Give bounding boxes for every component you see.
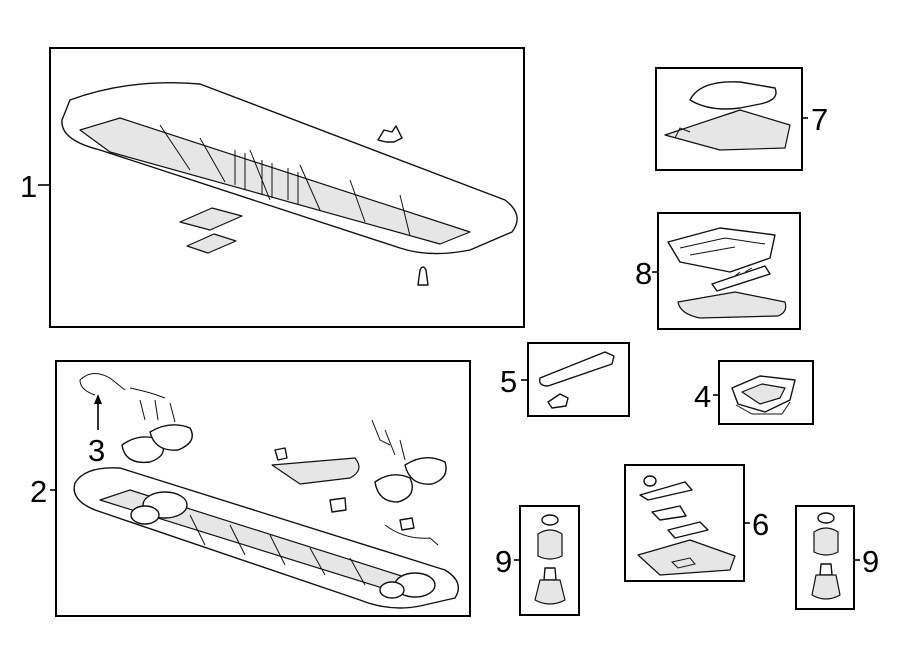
part-group-9-left[interactable]: 9 <box>495 505 580 616</box>
part-8-illustration <box>667 227 787 319</box>
part-group-1[interactable]: 1 <box>20 47 525 328</box>
callout-3: 3 <box>88 433 105 468</box>
callout-6: 6 <box>752 507 769 542</box>
part-9-right-illustration <box>811 512 841 600</box>
part-group-9-right[interactable]: 9 <box>795 505 879 610</box>
part-6-illustration <box>637 475 736 576</box>
housing-illustration <box>73 373 459 609</box>
callout-2: 2 <box>30 474 47 509</box>
part-group-5[interactable]: 5 <box>500 342 630 417</box>
callout-4: 4 <box>694 379 711 414</box>
part-group-2[interactable]: 2 3 <box>30 360 471 617</box>
callout-5: 5 <box>500 364 517 399</box>
part-group-4[interactable]: 4 <box>694 360 814 425</box>
part-group-8[interactable]: 8 <box>635 212 801 330</box>
callout-7: 7 <box>811 102 828 137</box>
callout-9-right: 9 <box>862 544 879 579</box>
console-illustration <box>61 82 518 286</box>
part-group-7[interactable]: 7 <box>655 67 828 171</box>
part-4-illustration <box>731 375 796 415</box>
part-5-illustration <box>538 351 615 409</box>
callout-1: 1 <box>20 169 37 204</box>
callout-9-left: 9 <box>495 544 512 579</box>
callout-8: 8 <box>635 256 652 291</box>
part-9-left-illustration <box>534 514 566 605</box>
part-group-6[interactable]: 6 <box>624 464 769 582</box>
part-7-illustration <box>664 81 791 151</box>
